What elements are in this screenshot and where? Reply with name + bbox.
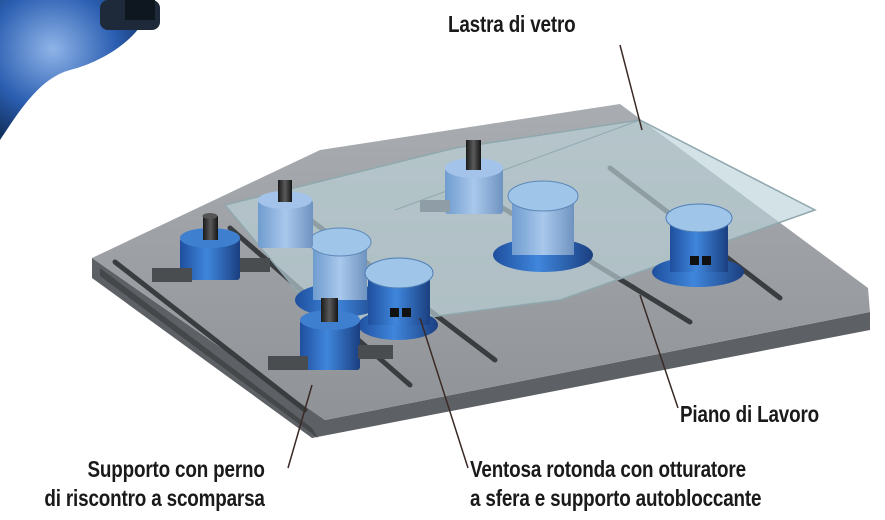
pin-support [420, 140, 503, 214]
label-pin-support: Supporto con perno di riscontro a scompa… [44, 455, 266, 513]
label-pin-support-line1: Supporto con perno [87, 456, 265, 482]
suction-cup [295, 227, 385, 317]
label-suction-cup: Ventosa rotonda con otturatore a sfera e… [470, 455, 762, 513]
label-work-table: Piano di Lavoro [680, 401, 820, 427]
pin-support [268, 298, 393, 370]
pin-support [152, 213, 270, 282]
leader-work-table [639, 294, 679, 409]
label-suction-cup-line1: Ventosa rotonda con otturatore [470, 456, 746, 482]
suction-cup [652, 203, 744, 287]
leader-pin-support [287, 384, 313, 469]
leader-lines [287, 44, 679, 469]
suction-cup [358, 257, 438, 340]
tool-head [0, 0, 160, 140]
suction-cup [493, 180, 593, 272]
label-pin-support-line2: di riscontro a scomparsa [44, 485, 266, 511]
leader-glass-sheet [619, 44, 643, 131]
label-glass-sheet: Lastra di vetro [448, 11, 576, 37]
leader-suction-cup [419, 317, 469, 469]
pin-support [258, 180, 313, 248]
label-suction-cup-line2: a sfera e supporto autobloccante [470, 485, 762, 511]
